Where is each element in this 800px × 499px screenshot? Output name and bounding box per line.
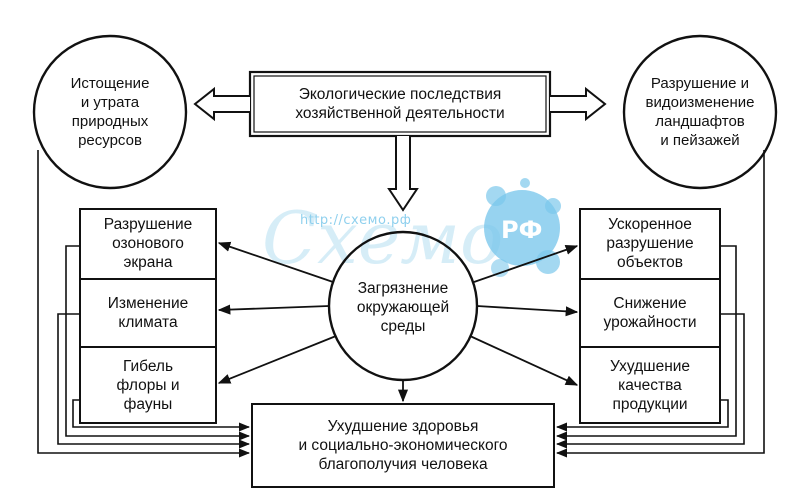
watermark-logo: Схемо	[262, 196, 503, 280]
top-box-inner	[253, 75, 547, 133]
watermark-badge-splash	[484, 178, 561, 277]
arrow-to-left-box-3	[217, 335, 337, 384]
line-left-box2	[57, 313, 251, 449]
center-circle-label: Загрязнение окружающей среды	[356, 280, 450, 335]
right-circle-label: Разрушение и видоизменение ландшафтов и …	[645, 75, 755, 149]
arrow-to-right-box-2	[476, 305, 579, 317]
left-circle	[32, 34, 188, 190]
left-box-3	[79, 346, 217, 424]
right-box-2-label: Снижение урожайности	[603, 295, 697, 331]
arrow-to-right-box-1	[473, 244, 579, 283]
bottom-box-label: Ухудшение здоровья и социально-экономиче…	[298, 418, 508, 473]
arrow-to-left-box-2	[217, 304, 330, 315]
left-box-2-label: Изменение климата	[107, 295, 189, 331]
line-left-circle-down	[37, 150, 251, 458]
hollow-arrow-left	[193, 86, 250, 122]
right-box-3	[579, 346, 721, 424]
hollow-arrow-down	[387, 136, 419, 212]
top-box-label: Экологические последствия хозяйственной …	[295, 86, 505, 122]
watermark-badge: РФ	[501, 216, 542, 244]
right-box-1-label: Ускоренное разрушение объектов	[606, 216, 694, 271]
right-box-3-label: Ухудшение качества продукции	[609, 358, 691, 413]
bottom-box	[251, 403, 555, 488]
line-right-box2	[555, 313, 745, 449]
left-box-3-label: Гибель флоры и фауны	[116, 358, 180, 413]
line-left-box3	[72, 399, 251, 432]
watermark-url: http://схемо.рф	[300, 213, 412, 228]
arrow-to-right-box-3	[469, 335, 579, 386]
left-box-1-label: Разрушение озонового экрана	[103, 216, 193, 271]
line-right-circle-down	[555, 150, 765, 458]
right-circle	[622, 34, 778, 190]
line-left-box1	[65, 245, 251, 441]
hollow-arrow-right	[550, 86, 607, 122]
watermark: Схемо РФ	[262, 178, 561, 280]
line-right-box3	[555, 399, 729, 432]
line-right-box1	[555, 245, 737, 441]
arrow-to-left-box-1	[217, 241, 334, 283]
left-circle-label: Истощение и утрата природных ресурсов	[70, 75, 150, 149]
